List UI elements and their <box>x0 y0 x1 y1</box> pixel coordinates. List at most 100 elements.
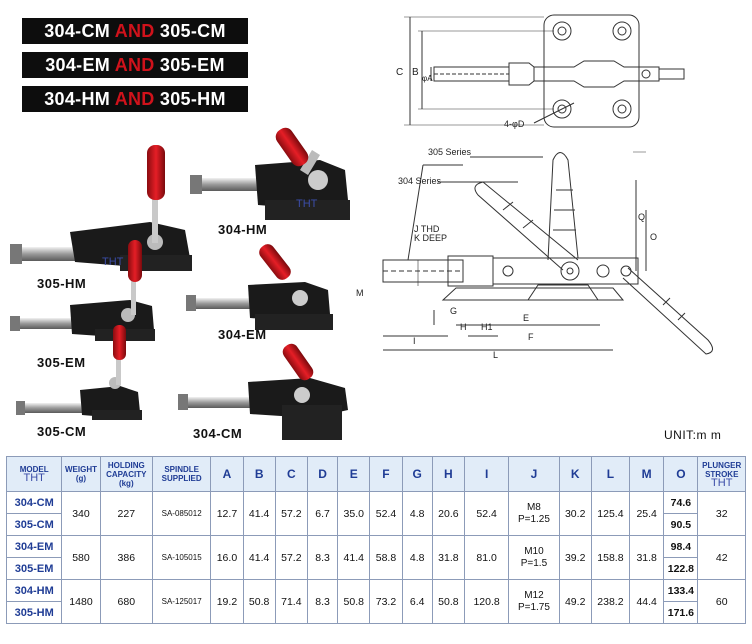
title-and: AND <box>114 55 155 75</box>
cell-L: 238.2 <box>590 579 631 624</box>
dim-phiA: φA <box>422 74 433 83</box>
header-F: F <box>369 456 403 492</box>
side-view-drawing: 305 Series 304 Series J THD K DEEP M G H… <box>382 147 713 360</box>
cell-E: 35.0 <box>337 491 371 536</box>
cell-H: 31.8 <box>431 535 465 580</box>
title-right: 305-CM <box>159 21 226 41</box>
dim-M-side: M <box>356 288 364 298</box>
weight-cell: 340 <box>61 491 101 536</box>
header-O: O <box>663 456 699 492</box>
dim-F: F <box>528 332 534 342</box>
unit-label: UNIT:m m <box>664 428 722 442</box>
cell-O: 90.5 <box>663 513 699 536</box>
cell-F: 58.8 <box>369 535 403 580</box>
cell-A: 19.2 <box>210 579 244 624</box>
cell-D: 6.7 <box>306 491 339 536</box>
cell-J: M12 P=1.75 <box>508 579 560 624</box>
cell-O: 98.4 <box>663 535 699 558</box>
clamp-305-hm <box>10 145 192 271</box>
dim-L: L <box>493 350 498 360</box>
label-305-cm: 305-CM <box>37 424 87 439</box>
watermark-photo-2: THT <box>102 256 124 268</box>
table-row: 305-HM 171.6 <box>5 601 746 624</box>
dim-C: C <box>396 67 403 78</box>
cell-O: 171.6 <box>663 601 699 624</box>
title-and: AND <box>114 89 155 109</box>
header-G: G <box>401 456 433 492</box>
spindle-cell: SA-105015 <box>151 535 212 580</box>
title-bar-cm: 304-CM AND 305-CM <box>22 18 248 44</box>
cell-C: 71.4 <box>274 579 308 624</box>
label-304-cm: 304-CM <box>193 426 243 441</box>
weight-cell: 580 <box>61 535 101 580</box>
label-305-em: 305-EM <box>37 355 86 370</box>
title-bar-em: 304-EM AND 305-EM <box>22 52 248 78</box>
dim-O: O <box>650 232 657 242</box>
header-model: MODEL THT <box>5 456 63 492</box>
cell-J: M8 P=1.25 <box>508 491 560 536</box>
cell-H: 20.6 <box>431 491 465 536</box>
label-series-304: 304 Series <box>398 176 442 186</box>
clamp-304-hm <box>190 127 350 220</box>
model-cell: 305-EM <box>5 557 63 580</box>
model-cell: 305-CM <box>5 513 63 536</box>
clamp-304-em <box>186 244 333 330</box>
cell-E: 41.4 <box>337 535 371 580</box>
cell-E: 50.8 <box>337 579 371 624</box>
cell-stroke: 32 <box>697 491 746 536</box>
holding-cell: 680 <box>99 579 153 624</box>
header-D: D <box>306 456 339 492</box>
cell-O: 74.6 <box>663 491 699 514</box>
header-E: E <box>337 456 371 492</box>
label-series-305: 305 Series <box>428 147 472 157</box>
model-cell: 304-EM <box>5 535 63 558</box>
clamp-305-em <box>10 240 155 341</box>
cell-G: 6.4 <box>401 579 433 624</box>
title-and: AND <box>114 21 155 41</box>
cell-F: 52.4 <box>369 491 403 536</box>
title-left: 304-HM <box>44 89 111 109</box>
cell-K: 30.2 <box>558 491 592 536</box>
table-row: 304-HM 1480 680 SA-125017 19.2 50.8 71.4… <box>5 579 746 624</box>
header-spindle: SPINDLE SUPPLIED <box>151 456 212 492</box>
header-H: H <box>431 456 465 492</box>
clamp-304-cm <box>178 343 348 440</box>
header-I: I <box>463 456 510 492</box>
cell-stroke: 60 <box>697 579 746 624</box>
model-cell: 304-CM <box>5 491 63 514</box>
clamp-305-cm <box>16 325 142 420</box>
header-K: K <box>558 456 592 492</box>
dim-B: B <box>412 67 419 78</box>
label-304-hm: 304-HM <box>218 222 268 237</box>
cell-M: 31.8 <box>629 535 665 580</box>
cell-C: 57.2 <box>274 535 308 580</box>
watermark-photo-1: THT <box>296 198 318 210</box>
cell-M: 44.4 <box>629 579 665 624</box>
title-bar-hm: 304-HM AND 305-HM <box>22 86 248 112</box>
cell-F: 73.2 <box>369 579 403 624</box>
header-stroke: PLUNGER STROKE THT <box>697 456 746 492</box>
cell-L: 125.4 <box>590 491 631 536</box>
header-J: J <box>508 456 560 492</box>
product-photos <box>10 127 350 440</box>
cell-J: M10 P=1.5 <box>508 535 560 580</box>
dim-E: E <box>523 313 529 323</box>
cell-I: 81.0 <box>463 535 510 580</box>
title-left: 304-CM <box>44 21 111 41</box>
cell-stroke: 42 <box>697 535 746 580</box>
cell-A: 16.0 <box>210 535 244 580</box>
cell-I: 52.4 <box>463 491 510 536</box>
cell-B: 41.4 <box>242 491 276 536</box>
cell-I: 120.8 <box>463 579 510 624</box>
cell-K: 49.2 <box>558 579 592 624</box>
header-A: A <box>210 456 244 492</box>
cell-G: 4.8 <box>401 491 433 536</box>
title-left: 304-EM <box>45 55 111 75</box>
label-304-em: 304-EM <box>218 327 267 342</box>
cell-G: 4.8 <box>401 535 433 580</box>
model-cell: 305-HM <box>5 601 63 624</box>
table-row: 305-EM 122.8 <box>5 557 746 580</box>
title-right: 305-EM <box>159 55 225 75</box>
plan-view-drawing: C B φA 4-φD <box>396 14 685 129</box>
cell-O: 122.8 <box>663 557 699 580</box>
